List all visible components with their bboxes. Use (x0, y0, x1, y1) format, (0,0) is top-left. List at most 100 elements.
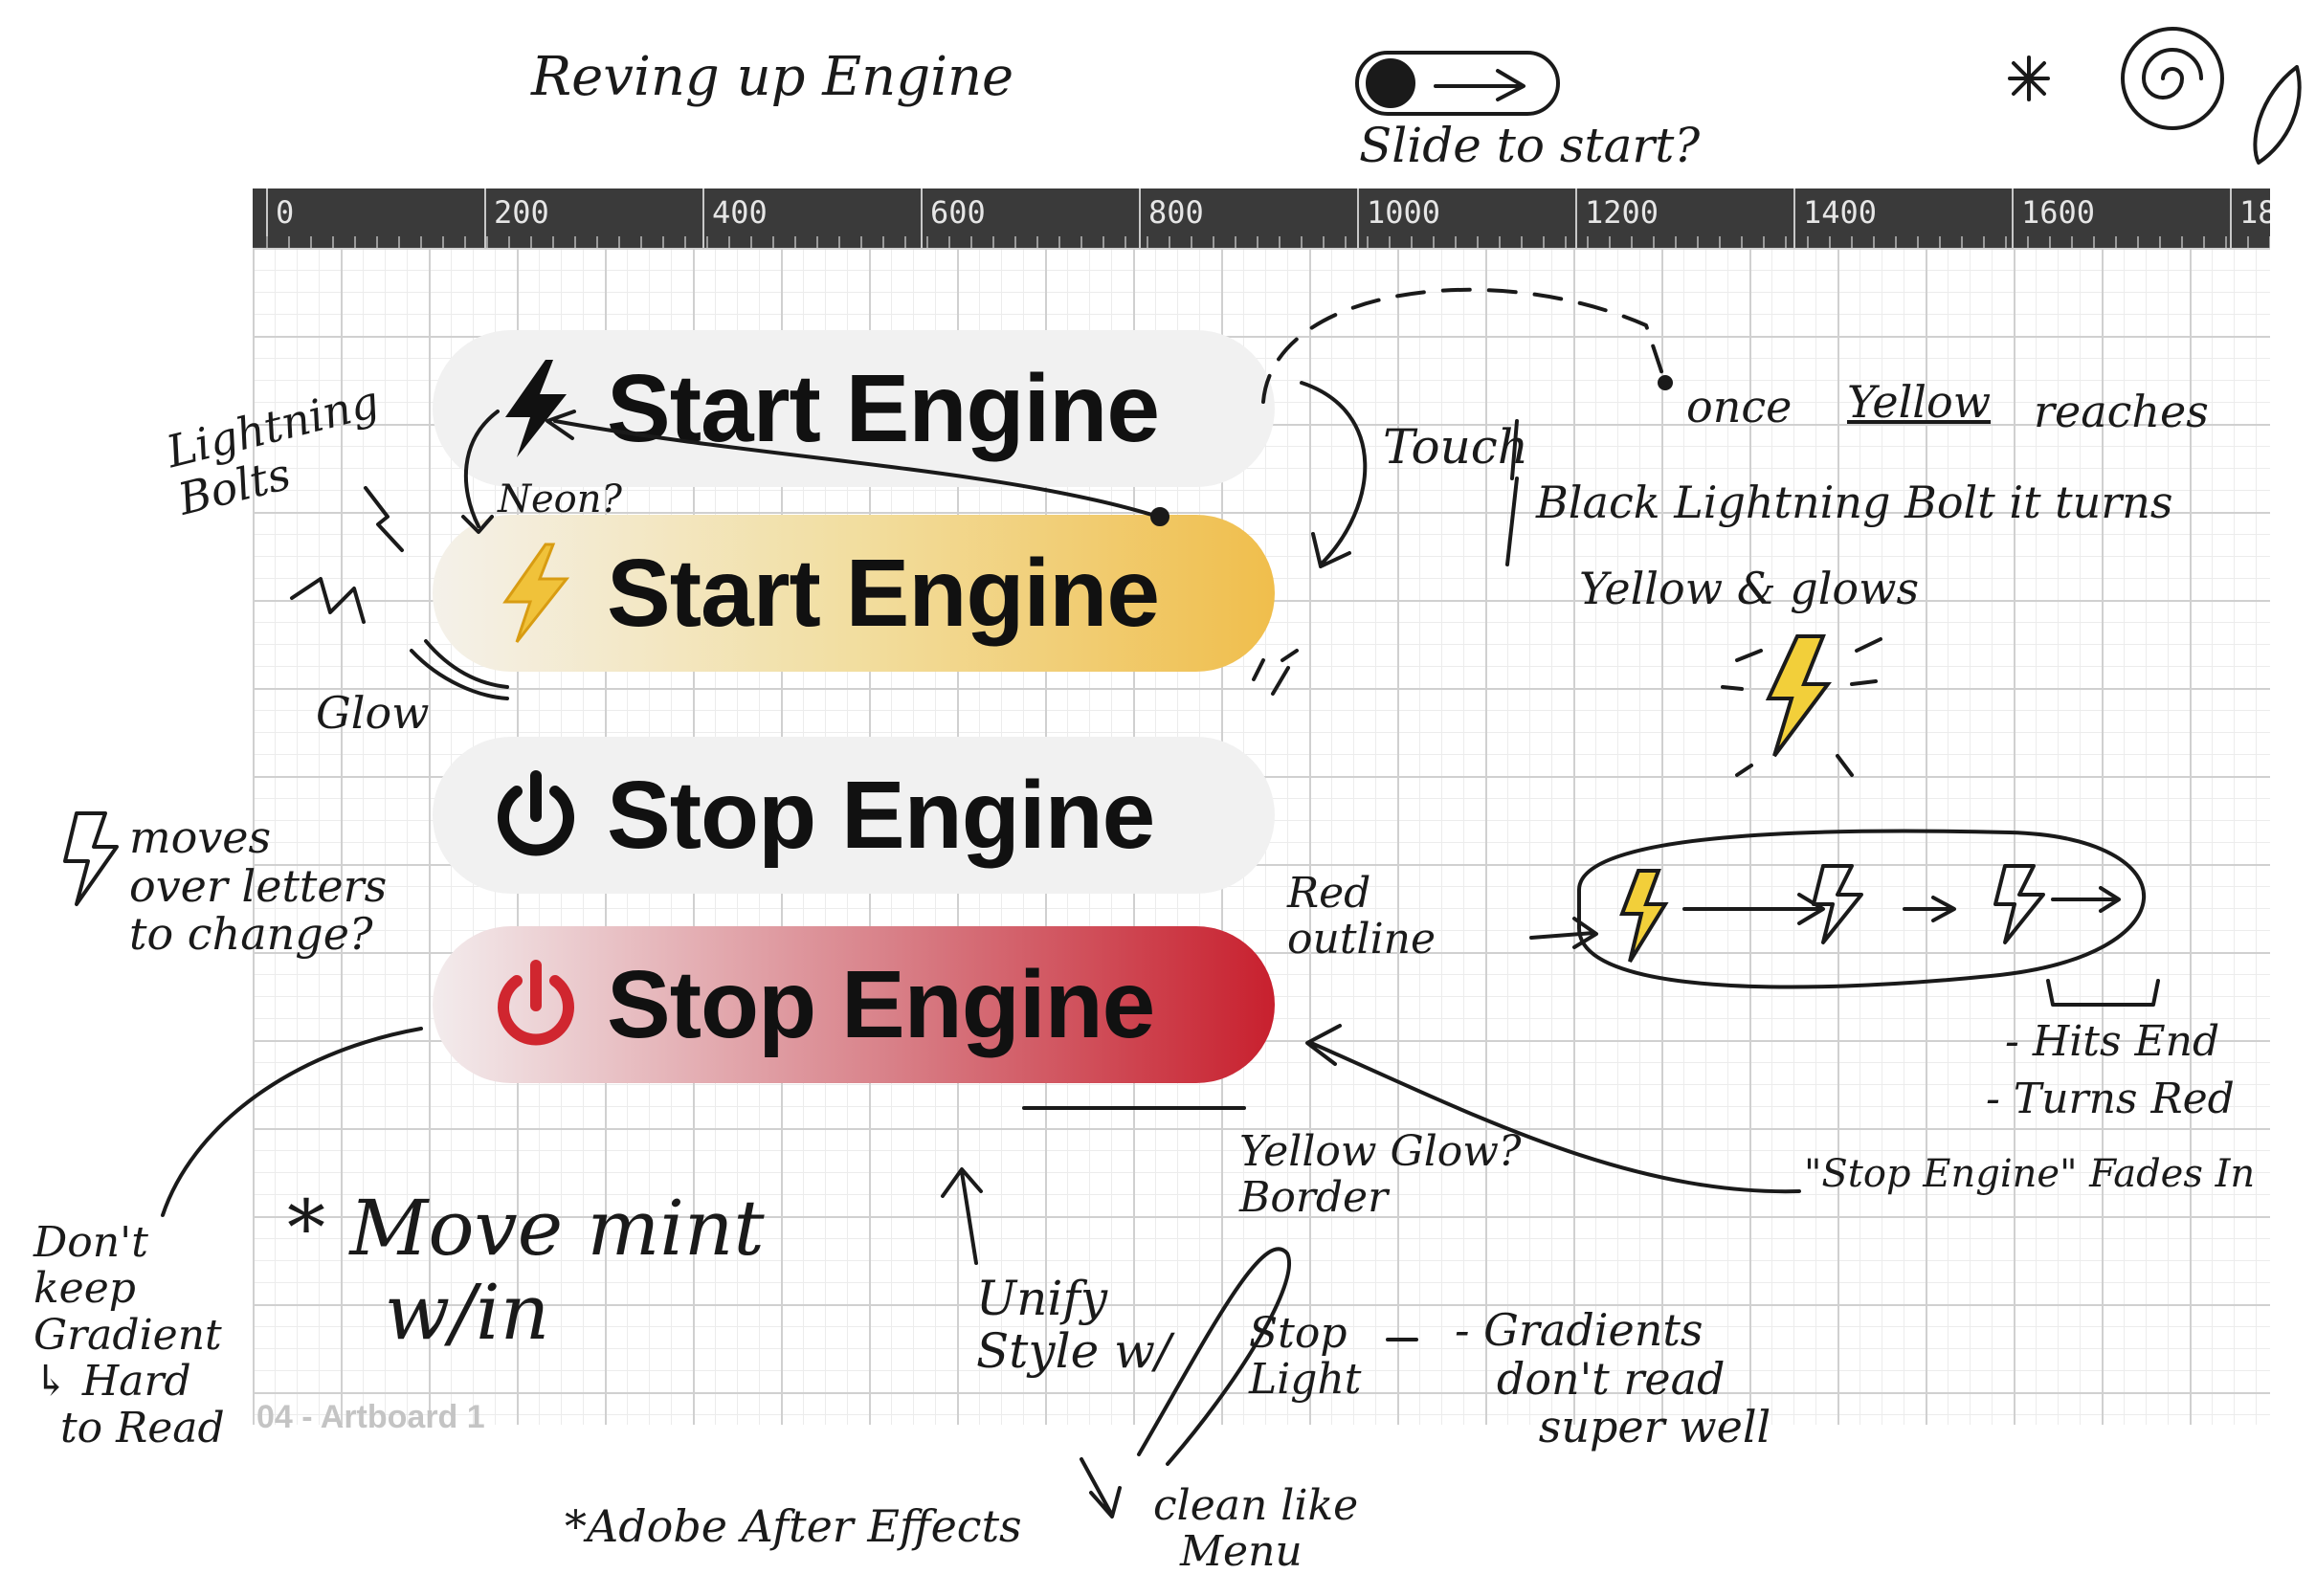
note-yellow-glow-border: Yellow Glow? Border (1239, 1127, 1522, 1223)
stop-engine-red-button[interactable]: Stop Engine (433, 926, 1275, 1083)
ruler-minor-tick (1080, 236, 1082, 248)
power-icon (498, 770, 574, 856)
ruler-minor-tick (2027, 236, 2029, 248)
ruler-tick: 1200 (1575, 188, 1659, 248)
ruler-minor-tick (640, 236, 642, 248)
note-hits-end: - Hits End (2005, 1017, 2220, 1066)
note-move-mint: * Move mint w/in (287, 1184, 765, 1357)
ruler-tick-label: 1000 (1367, 194, 1441, 231)
ruler-tick: 0 (266, 188, 294, 248)
ruler-tick: 600 (921, 188, 986, 248)
lightning-bolt-sketch (1993, 864, 2045, 944)
ruler-minor-tick (2005, 236, 2007, 248)
ruler-minor-tick (1191, 236, 1192, 248)
ruler-minor-tick (1477, 236, 1479, 248)
pointer-line-sketch (161, 1027, 423, 1217)
ruler-minor-tick (1014, 236, 1016, 248)
ruler-minor-tick (464, 236, 466, 248)
ruler-minor-tick (2181, 236, 2183, 248)
ruler-minor-tick (1345, 236, 1347, 248)
ruler-tick-label: 1200 (1585, 194, 1659, 231)
lightning-bolt-icon (505, 360, 567, 457)
artboard-label: 04 - Artboard 1 (256, 1399, 485, 1435)
dashed-path-sketch (1261, 287, 1667, 404)
ruler-minor-tick (2049, 236, 2051, 248)
ruler-minor-tick (1147, 236, 1148, 248)
ruler-minor-tick (1741, 236, 1743, 248)
ruler-minor-tick (1983, 236, 1985, 248)
ruler-minor-tick (1102, 236, 1104, 248)
ruler-minor-tick (882, 236, 884, 248)
neon-arrow-sketch (461, 410, 500, 534)
ruler-minor-tick (1389, 236, 1391, 248)
ruler-minor-tick (618, 236, 620, 248)
ruler-tick-label: 18 (2239, 194, 2270, 231)
ruler-minor-tick (1675, 236, 1677, 248)
ruler: 0 200 400 600 800 1000 1200 1400 1600 18 (253, 188, 2270, 248)
ruler-minor-tick (420, 236, 422, 248)
ruler-tick: 800 (1139, 188, 1204, 248)
ruler-tick-label: 600 (930, 194, 986, 231)
start-engine-glow-button[interactable]: Start Engine (433, 515, 1275, 672)
lightning-bolt-sketch (63, 811, 119, 906)
ruler-minor-tick (772, 236, 774, 248)
ruler-minor-tick (442, 236, 444, 248)
yellow-lightning-bolt-sketch (1765, 634, 1832, 758)
note-once: once (1686, 381, 1793, 432)
note-slide: Slide to start? (1359, 118, 1701, 173)
stop-engine-button[interactable]: Stop Engine (433, 737, 1275, 894)
ruler-minor-tick (1367, 236, 1369, 248)
ruler-minor-tick (1895, 236, 1897, 248)
ruler-minor-tick (1257, 236, 1258, 248)
ruler-minor-tick (2269, 236, 2270, 248)
touch-arrow-sketch (1300, 381, 1368, 568)
lightning-bolt-icon (502, 543, 570, 643)
ruler-minor-tick (992, 236, 994, 248)
note-dont-keep-gradient: Don't keep Gradient ↳ Hard to Read (33, 1218, 225, 1452)
stop-engine-label: Stop Engine (607, 950, 1155, 1058)
ruler-minor-tick (1301, 236, 1303, 248)
ruler-minor-tick (816, 236, 818, 248)
ruler-minor-tick (2115, 236, 2117, 248)
ruler-minor-tick (1829, 236, 1831, 248)
ruler-minor-tick (1213, 236, 1214, 248)
ruler-tick: 200 (484, 188, 549, 248)
ruler-minor-tick (2071, 236, 2073, 248)
ruler-minor-tick (2093, 236, 2095, 248)
ruler-minor-tick (1917, 236, 1919, 248)
ruler-tick-label: 200 (494, 194, 549, 231)
ruler-minor-tick (288, 236, 290, 248)
ruler-minor-tick (1807, 236, 1809, 248)
note-unify-style: Unify Style w/ (976, 1271, 1171, 1379)
ruler-minor-tick (1697, 236, 1699, 248)
lightning-bolt-sketch (1812, 864, 1863, 944)
note-yellow-glows: Yellow & glows (1579, 563, 1920, 614)
power-icon (498, 960, 574, 1046)
ruler-minor-tick (2247, 236, 2249, 248)
ruler-tick-label: 400 (712, 194, 768, 231)
note-stop-fades: "Stop Engine" Fades In (1804, 1152, 2256, 1196)
arrow-sketch (1529, 917, 1598, 949)
note-black-bolt: Black Lightning Bolt it turns (1536, 477, 2173, 528)
ruler-tick: 400 (702, 188, 768, 248)
red-outline-oval-sketch (1577, 829, 2147, 989)
ruler-minor-tick (1235, 236, 1236, 248)
ruler-minor-tick (486, 236, 488, 248)
ruler-minor-tick (398, 236, 400, 248)
ruler-minor-tick (1169, 236, 1170, 248)
ruler-minor-tick (926, 236, 928, 248)
ruler-minor-tick (728, 236, 730, 248)
sparkle-icon (2008, 55, 2050, 101)
lightning-squiggle-sketch (290, 577, 366, 624)
note-adobe-after-effects: *Adobe After Effects (565, 1500, 1022, 1552)
ruler-tick: 1600 (2012, 188, 2095, 248)
ruler-minor-tick (1961, 236, 1963, 248)
ruler-minor-tick (1058, 236, 1060, 248)
note-glow: Glow (316, 687, 430, 739)
note-red-outline: Red outline (1287, 869, 1436, 964)
ruler-minor-tick (1939, 236, 1941, 248)
ruler-tick-label: 1400 (1803, 194, 1878, 231)
ruler-minor-tick (574, 236, 576, 248)
lightning-squiggle-sketch (364, 486, 404, 552)
ruler-minor-tick (508, 236, 510, 248)
